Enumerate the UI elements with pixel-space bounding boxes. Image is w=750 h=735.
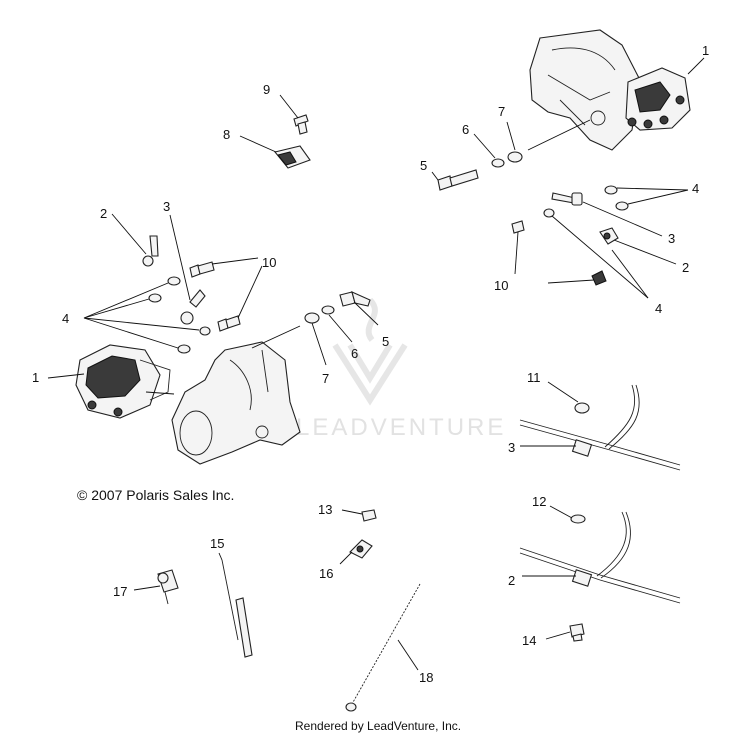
rendered-by-text: Rendered by LeadVenture, Inc. — [295, 719, 461, 733]
callout-18: 18 — [419, 670, 433, 685]
washer-6 — [491, 158, 505, 168]
callout-9: 9 — [263, 82, 270, 97]
nut-11 — [574, 402, 590, 414]
brake-caliper-left — [75, 344, 171, 419]
fitting-17 — [157, 569, 179, 605]
screw-13 — [361, 509, 377, 522]
callout-5-mid: 5 — [382, 334, 389, 349]
washer-7-mid — [304, 312, 320, 324]
bolt-14 — [569, 623, 585, 642]
brake-line-fitting-upper — [551, 192, 583, 206]
callout-6-mid: 6 — [351, 346, 358, 361]
callout-6: 6 — [462, 122, 469, 137]
callout-1: 1 — [702, 43, 709, 58]
callout-4-b: 4 — [655, 301, 662, 316]
bolt-5-upper — [437, 169, 479, 191]
callout-2-left: 2 — [100, 206, 107, 221]
brake-caliper-upper-right — [625, 67, 691, 131]
washer-4-left-b — [148, 293, 162, 303]
bolt-10-upper-b — [591, 270, 607, 286]
callout-2-right: 2 — [508, 573, 515, 588]
washer-4-left-c — [199, 326, 211, 336]
callout-3: 3 — [668, 231, 675, 246]
clip-2-upper — [599, 227, 619, 245]
clip-16 — [349, 539, 373, 559]
brake-line-clip-3 — [519, 384, 681, 471]
brake-line-fitting-left-3 — [180, 289, 206, 325]
callout-7: 7 — [498, 104, 505, 119]
callout-16: 16 — [319, 566, 333, 581]
callout-7-mid: 7 — [322, 371, 329, 386]
knuckle-center — [171, 341, 301, 465]
brake-line-fitting-left-2 — [142, 235, 159, 267]
bolt-10-left-a — [189, 261, 215, 278]
brake-line-clip-2 — [519, 511, 681, 604]
bolt-10-upper-a — [511, 220, 525, 234]
cable-tie-18 — [345, 583, 421, 712]
cable-tie-15 — [221, 559, 253, 658]
washer-4a — [604, 185, 618, 195]
watermark-text: LEADVENTURE — [296, 414, 506, 441]
callout-15: 15 — [210, 536, 224, 551]
callout-2: 2 — [682, 260, 689, 275]
callout-3-right: 3 — [508, 440, 515, 455]
callout-17: 17 — [113, 584, 127, 599]
washer-4c — [543, 208, 555, 218]
bolt-5-mid — [339, 291, 371, 307]
callout-11: 11 — [527, 370, 541, 385]
washer-7 — [507, 151, 523, 163]
washer-4b — [615, 201, 629, 211]
callout-1-left: 1 — [32, 370, 39, 385]
washer-6-mid — [321, 305, 335, 315]
leadventure-watermark-logo — [332, 297, 408, 406]
callout-14: 14 — [522, 633, 536, 648]
copyright-text: © 2007 Polaris Sales Inc. — [77, 487, 234, 503]
washer-4-left-d — [177, 344, 191, 354]
bolt-9 — [293, 114, 309, 135]
callout-8: 8 — [223, 127, 230, 142]
callout-12: 12 — [532, 494, 546, 509]
callout-3-left: 3 — [163, 199, 170, 214]
callout-10-left: 10 — [262, 255, 276, 270]
callout-4-left: 4 — [62, 311, 69, 326]
callout-5: 5 — [420, 158, 427, 173]
knuckle-upper-right — [529, 29, 641, 151]
bolt-10-left-b — [217, 315, 241, 332]
bracket-8 — [274, 145, 311, 169]
callout-10: 10 — [494, 278, 508, 293]
callout-4: 4 — [692, 181, 699, 196]
washer-12 — [570, 514, 586, 524]
washer-4-left-a — [167, 276, 181, 286]
callout-13: 13 — [318, 502, 332, 517]
